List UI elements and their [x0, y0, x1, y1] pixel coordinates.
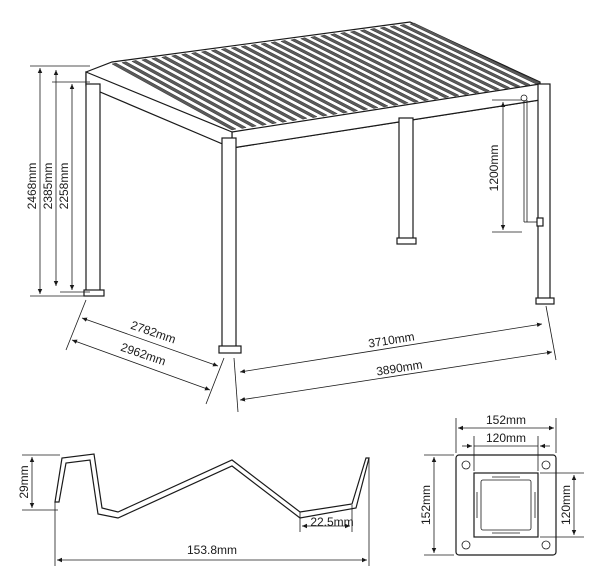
louvre-blade: [409, 22, 541, 85]
post-foot-back-right: [396, 237, 417, 245]
louvre-blade: [190, 52, 318, 118]
louvre-blade: [349, 30, 480, 94]
louvre-blade: [320, 34, 450, 99]
base-plate-drawing: 152mm 120mm 152mm 120mm: [419, 413, 584, 556]
bolt-hole-top-right: [541, 460, 551, 470]
louvre-blades: [111, 22, 541, 131]
louvre-blade: [180, 53, 308, 120]
louvre-blade: [210, 49, 338, 115]
depth-outer-label: 2962mm: [119, 340, 168, 368]
louvre-blade: [230, 46, 359, 112]
louvre-blade: [369, 28, 501, 91]
post-front-left: [221, 137, 237, 349]
height-total-label: 2468mm: [25, 163, 39, 210]
depth-inner-label: 2782mm: [129, 318, 178, 346]
louvre-blade: [121, 61, 247, 129]
louvre-blade: [280, 40, 409, 105]
post-foot-back-left: [83, 289, 105, 297]
profile-width-label: 153.8mm: [187, 543, 237, 557]
louvre-blade: [200, 50, 328, 117]
crank-mechanism: [520, 94, 544, 227]
blade-profile-drawing: 29mm 22.5mm 153.8mm: [17, 453, 370, 566]
louvre-blade: [220, 48, 349, 114]
plate-height-outer-label: 152mm: [419, 485, 433, 525]
post-foot-front-left: [218, 345, 242, 354]
louvre-blade: [151, 57, 278, 125]
profile-height-label: 29mm: [17, 465, 31, 498]
louvre-blade: [250, 44, 379, 109]
louvre-blade: [310, 36, 440, 100]
louvre-blade: [171, 54, 298, 122]
louvre-blade: [240, 45, 369, 111]
base-plate-outer: [455, 454, 557, 556]
post-foot-front-right: [535, 297, 555, 305]
louvre-blade: [329, 33, 460, 97]
post-front-right: [537, 83, 551, 301]
louvre-blade: [270, 41, 399, 106]
height-inner-label: 2258mm: [57, 163, 71, 210]
post-section-inner: [480, 479, 532, 531]
louvre-blade: [379, 26, 511, 89]
louvre-blade: [161, 56, 288, 123]
louvre-blade: [359, 29, 490, 92]
blade-profile-shape: [54, 453, 370, 519]
bolt-hole-bottom-right: [541, 540, 551, 550]
plate-width-inner-label: 120mm: [486, 431, 526, 445]
louvre-blade: [389, 25, 521, 88]
louvre-blade: [399, 24, 531, 86]
louvre-blade: [339, 32, 470, 95]
post-back-right: [398, 117, 414, 243]
plate-height-inner-label: 120mm: [559, 485, 573, 525]
louvre-blade: [290, 38, 419, 103]
louvre-blade: [141, 58, 267, 126]
bolt-hole-bottom-left: [461, 540, 471, 550]
width-inner-label: 3710mm: [367, 329, 415, 350]
louvre-blade: [260, 42, 389, 108]
motor-height-label: 1200mm: [487, 145, 501, 192]
post-back-left: [85, 83, 101, 295]
louvre-blade: [300, 37, 430, 102]
height-mid-label: 2385mm: [41, 163, 55, 210]
louvre-blade: [111, 62, 237, 131]
louvre-blade: [131, 60, 257, 128]
plate-width-outer-label: 152mm: [486, 413, 526, 427]
pergola-drawing: 1200mm 2468mm 2385mm 2258mm 2782mm 2962m…: [25, 21, 557, 413]
post-section-outer: [473, 472, 539, 538]
profile-thickness-label: 22.5mm: [310, 515, 353, 529]
bolt-hole-top-left: [461, 460, 471, 470]
